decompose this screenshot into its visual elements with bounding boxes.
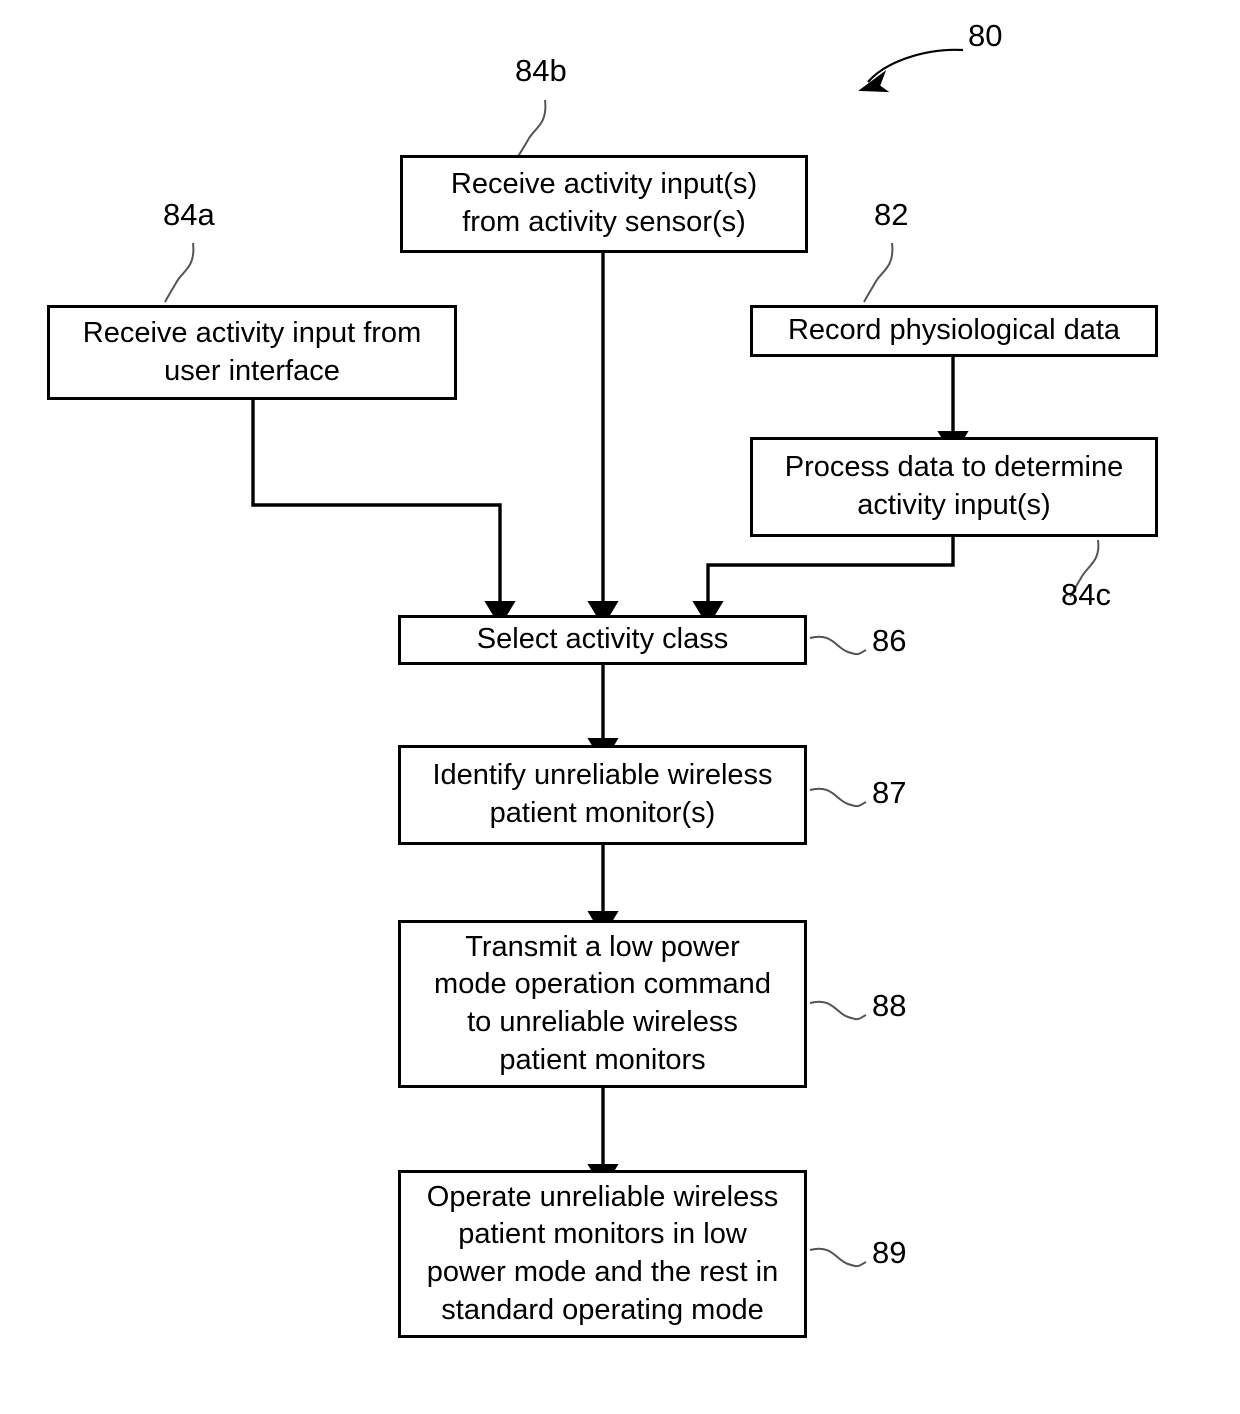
- ref-87-leader: [809, 787, 867, 808]
- figure-ref-80-leader: [858, 48, 964, 93]
- ref-label-84c: 84c: [1061, 577, 1111, 612]
- ref-82-leader: [863, 242, 894, 303]
- node-select-activity-class[interactable]: Select activity class: [398, 615, 807, 665]
- ref-label-87: 87: [872, 775, 907, 810]
- node-receive-activity-sensor[interactable]: Receive activity input(s) from activity …: [400, 155, 808, 253]
- ref-89-leader: [809, 1247, 867, 1268]
- ref-label-84a: 84a: [163, 197, 215, 232]
- connector-84a-to-86: [251, 400, 516, 627]
- ref-84a-leader: [164, 242, 195, 303]
- node-receive-activity-user-interface[interactable]: Receive activity input from user interfa…: [47, 305, 457, 400]
- ref-88-leader: [809, 1000, 867, 1021]
- node-identify-unreliable-monitors[interactable]: Identify unreliable wireless patient mon…: [398, 745, 807, 845]
- connector-84c-to-86: [692, 537, 955, 627]
- ref-label-82: 82: [874, 197, 909, 232]
- node-transmit-low-power-command[interactable]: Transmit a low power mode operation comm…: [398, 920, 807, 1088]
- node-operate-low-power-mode[interactable]: Operate unreliable wireless patient moni…: [398, 1170, 807, 1338]
- ref-84b-leader: [516, 99, 547, 159]
- ref-84c-leader: [1069, 539, 1100, 598]
- node-process-data[interactable]: Process data to determine activity input…: [750, 437, 1158, 537]
- ref-label-88: 88: [872, 988, 907, 1023]
- figure-ref-80: 80: [968, 18, 1003, 53]
- ref-label-86: 86: [872, 623, 907, 658]
- ref-label-84b: 84b: [515, 53, 567, 88]
- ref-label-89: 89: [872, 1235, 907, 1270]
- ref-86-leader: [809, 635, 867, 656]
- node-record-physiological-data[interactable]: Record physiological data: [750, 305, 1158, 357]
